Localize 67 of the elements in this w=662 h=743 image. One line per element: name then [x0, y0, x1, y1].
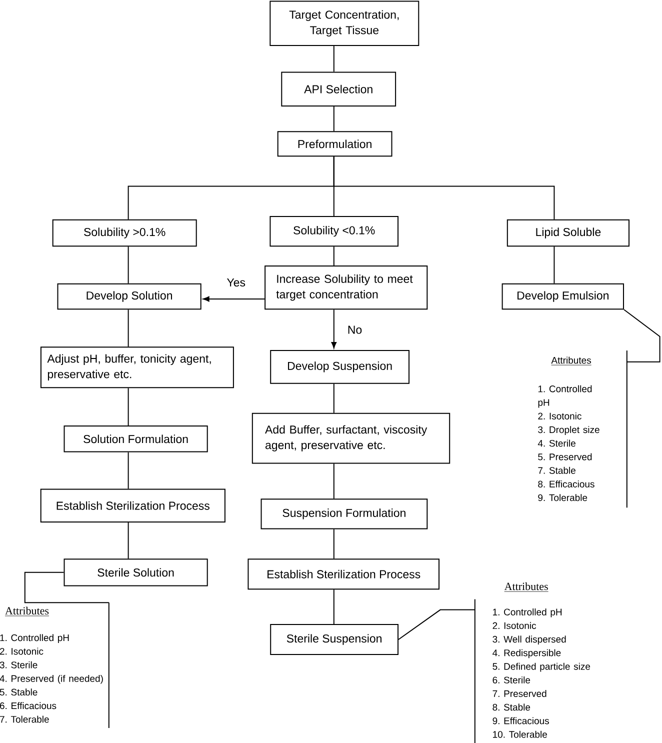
process-box: Target Concentration, Target Tissue [270, 0, 420, 46]
connector-line [333, 383, 334, 414]
process-box: Develop Suspension [270, 350, 410, 384]
list-item: 6. Sterile [492, 676, 530, 684]
connector-line [128, 452, 129, 490]
list-item: 7. Preserved [492, 690, 546, 698]
connector-line [333, 46, 334, 72]
list-item: 4. Redispersible [492, 649, 561, 658]
list-heading: Attributes [551, 356, 592, 366]
leader-line [398, 609, 476, 640]
process-box: Establish Sterilization Process [248, 558, 440, 590]
list-item: 7. Tolerable [0, 716, 49, 723]
process-box: Sterile Suspension [270, 624, 398, 655]
process-box: Develop Solution [57, 283, 202, 310]
list-item: 3. Droplet size [538, 426, 600, 435]
connector-line [333, 589, 334, 624]
list-heading: Attributes [4, 606, 50, 616]
list-item: 6. Efficacious [0, 702, 56, 710]
connector-line [333, 106, 334, 132]
connector-line [333, 246, 334, 266]
list-item: 1. Controlled pH [493, 608, 562, 618]
process-box: Solubility <0.1% [270, 216, 398, 247]
list-item: 2. Isotonic [538, 412, 582, 420]
list-item: 9. Efficacious [492, 717, 549, 724]
process-box: Preformulation [277, 131, 392, 157]
list-item: 1. Controlled pH [0, 634, 69, 643]
process-box: Suspension Formulation [260, 498, 428, 530]
list-item: 1. Controlled pH [538, 385, 592, 408]
process-box: Solubility >0.1% [52, 219, 197, 247]
list-item: 7. Stable [538, 466, 576, 474]
list-item: 5. Stable [0, 688, 38, 696]
edge-label: No [346, 324, 364, 335]
list-item: 3. Well dispersed [492, 636, 566, 644]
connector-line [128, 388, 129, 426]
list-item: 10. Tolerable [493, 730, 547, 738]
list-item: 8. Efficacious [538, 480, 594, 488]
connector-line [128, 309, 129, 348]
connector-line [128, 522, 129, 560]
list-item: 5. Preserved [538, 453, 592, 460]
list-heading: Attributes [504, 582, 548, 592]
list-item: 2. Isotonic [492, 622, 536, 630]
list-item: 4. Sterile [538, 440, 576, 447]
list-item: 5. Defined particle size [492, 662, 590, 672]
leader-line [624, 309, 660, 362]
process-box: API Selection [281, 72, 396, 106]
list-item: 9. Tolerable [538, 494, 588, 502]
connector-line [333, 528, 334, 560]
list-item: 4. Preserved (if needed) [0, 674, 103, 684]
arrow [202, 296, 266, 302]
list-item: 3. Sterile [0, 661, 38, 668]
connector-line [128, 246, 129, 284]
connector-line [333, 156, 555, 220]
process-box: Develop Emulsion [502, 283, 624, 310]
list-item: 2. Isotonic [0, 648, 44, 655]
edge-label: Yes [226, 277, 246, 288]
connector-line [554, 246, 555, 284]
list-item: 8. Stable [492, 704, 530, 711]
process-box: Add Buffer, surfactant, viscosity agent, preservative etc. [252, 412, 450, 464]
arrow [331, 309, 337, 348]
connector-line [333, 463, 334, 500]
process-box: Lipid Soluble [506, 219, 630, 247]
leader-line [24, 572, 110, 604]
process-box: Establish Sterilization Process [40, 488, 226, 522]
process-box: Solution Formulation [64, 426, 208, 452]
process-box: Adjust pH, buffer, tonicity agent, preservative etc. [40, 346, 234, 388]
process-box: Sterile Solution [64, 558, 208, 586]
process-box: Increase Solubility to meet target concentration [264, 266, 428, 310]
